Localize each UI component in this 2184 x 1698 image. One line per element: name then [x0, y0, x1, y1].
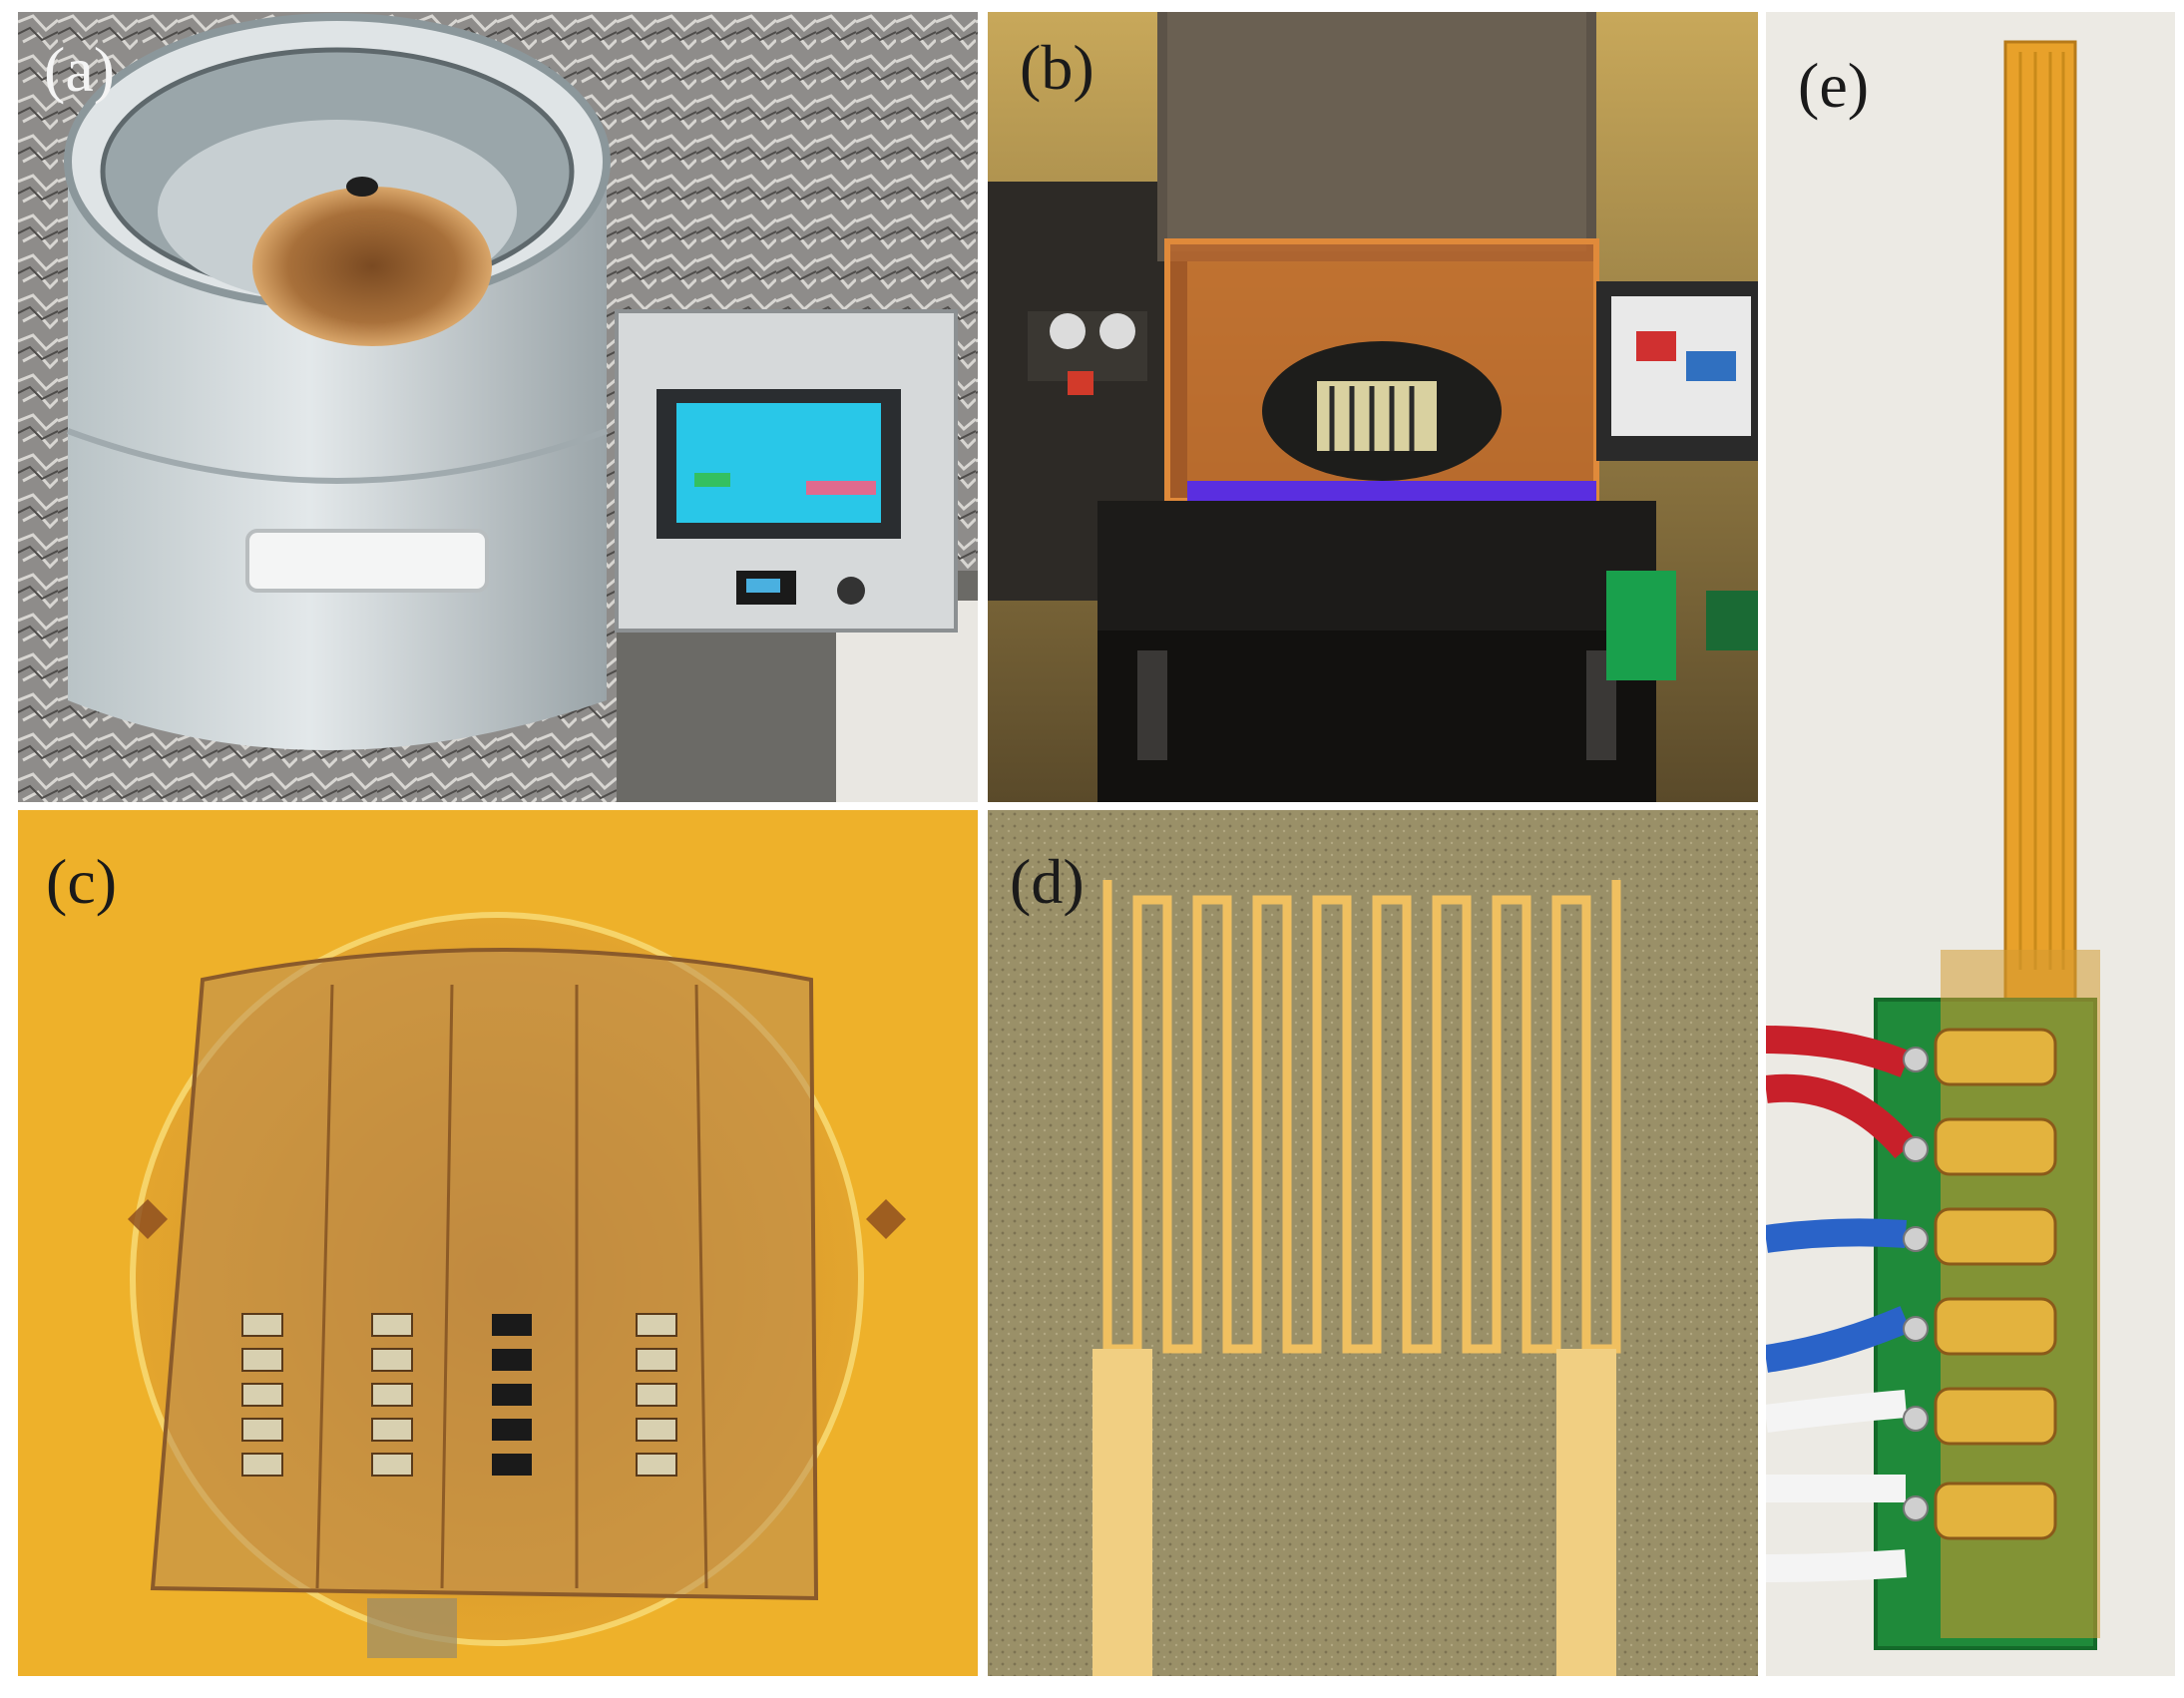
panel-b-photo: (b) — [988, 12, 1758, 802]
panel-e-photo: (e) — [1766, 12, 2175, 1676]
panel-label-d: (d) — [1010, 846, 1085, 917]
uv-exposure-apparatus-image — [988, 12, 1758, 802]
panel-label-c: (c) — [46, 846, 118, 917]
panel-d-photo: (d) — [988, 810, 1758, 1676]
flex-sensor-board-image — [1766, 12, 2175, 1676]
panel-c-photo: (c) — [18, 810, 978, 1676]
vacuum-chamber-image — [18, 12, 978, 802]
panel-label-e: (e) — [1798, 50, 1870, 121]
panel-a-photo: (a) — [18, 12, 978, 802]
serpentine-electrode-micrograph — [988, 810, 1758, 1676]
wafer-sensor-strips-image — [18, 810, 978, 1676]
panel-label-a: (a) — [44, 34, 116, 105]
panel-label-b: (b) — [1020, 32, 1094, 103]
pad-array — [241, 1313, 677, 1477]
